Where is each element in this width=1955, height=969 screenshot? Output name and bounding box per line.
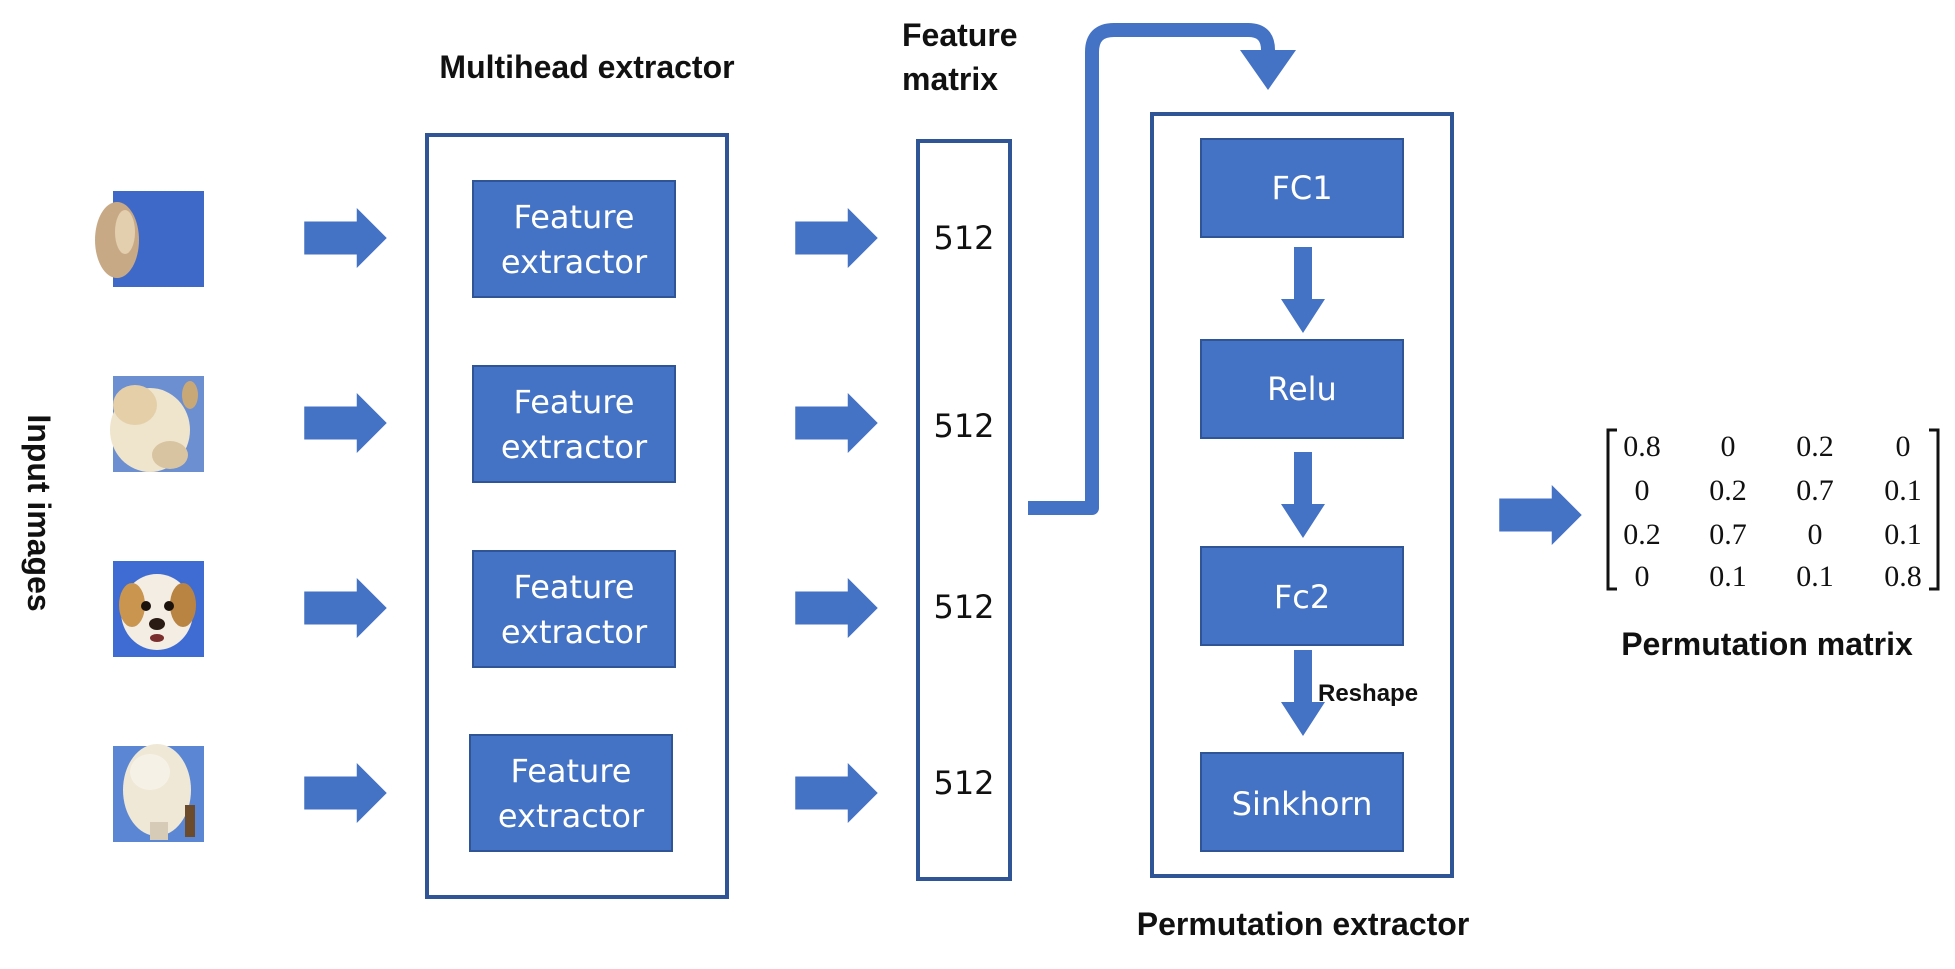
connector-arrow (1028, 23, 1296, 515)
matrix-cell-r2-c3: 0.7 (1796, 474, 1834, 507)
feature-extractor-label-2b: extractor (501, 428, 648, 466)
layer-label-fc1: FC1 (1271, 169, 1332, 207)
layer-box-fc2: Fc2 (1200, 546, 1404, 646)
matrix-left-bracket (1606, 428, 1617, 591)
matrix-cell-r3-c4: 0.1 (1884, 518, 1922, 551)
permutation-matrix-title: Permutation matrix (1621, 626, 1913, 662)
permutation-matrix: 0.8 0 0.2 0 0 0.2 0.7 0.1 0.2 0.7 0 0.1 0 0.1 0.1 0.8 (1606, 428, 1940, 593)
feature-extractor-label-3a: Feature (514, 568, 635, 606)
matrix-cell-r4-c4: 0.8 (1884, 560, 1922, 593)
feature-extractor-label-4a: Feature (511, 752, 632, 790)
feature-value-3: 512 (933, 588, 994, 626)
matrix-cell-r1-c3: 0.2 (1796, 430, 1834, 463)
feature-extractor-label-1b: extractor (501, 243, 648, 281)
feature-extractor-label-4b: extractor (498, 797, 645, 835)
input-image-3 (113, 561, 204, 657)
arrow-input-1 (304, 208, 387, 268)
arrow-input-2 (304, 393, 387, 453)
permutation-extractor-container (1150, 112, 1454, 878)
matrix-cell-r1-c2: 0 (1721, 430, 1736, 463)
matrix-cell-r3-c2: 0.7 (1709, 518, 1747, 551)
matrix-cells: 0.8 0 0.2 0 0 0.2 0.7 0.1 0.2 0.7 0 0.1 0 0.1 0.1 0.8 (1623, 430, 1922, 593)
input-image-1 (95, 191, 204, 287)
matrix-cell-r4-c2: 0.1 (1709, 560, 1747, 593)
layer-label-relu: Relu (1267, 370, 1337, 408)
layer-box-fc1: FC1 (1200, 138, 1404, 238)
arrow-input-3 (304, 578, 387, 638)
feature-extractor-label-3b: extractor (501, 613, 648, 651)
multihead-extractor-container (425, 133, 729, 899)
matrix-cell-r4-c1: 0 (1635, 560, 1650, 593)
matrix-cell-r2-c2: 0.2 (1709, 474, 1747, 507)
feature-extractor-box-1: Feature extractor (472, 180, 676, 298)
feature-extractor-label-1a: Feature (514, 198, 635, 236)
input-image-2 (110, 376, 204, 472)
input-image-4 (113, 744, 204, 842)
feature-extractor-label-2a: Feature (514, 383, 635, 421)
feature-extractor-box-4: Feature extractor (469, 734, 673, 852)
arrow-extractor-2 (795, 393, 878, 453)
arrow-extractor-1 (795, 208, 878, 268)
matrix-cell-r4-c3: 0.1 (1796, 560, 1834, 593)
matrix-cell-r1-c1: 0.8 (1623, 430, 1661, 463)
layer-label-fc2: Fc2 (1274, 578, 1330, 616)
reshape-label: Reshape (1318, 680, 1418, 707)
feature-matrix-title-2: matrix (902, 61, 998, 97)
matrix-cell-r2-c1: 0 (1635, 474, 1650, 507)
layer-box-relu: Relu (1200, 339, 1404, 439)
layer-box-sinkhorn: Sinkhorn (1200, 752, 1404, 852)
multihead-extractor-title: Multihead extractor (439, 49, 734, 85)
arrow-relu-fc2 (1281, 452, 1325, 538)
feature-extractor-box-3: Feature extractor (472, 550, 676, 668)
feature-value-4: 512 (933, 764, 994, 802)
feature-matrix-title-1: Feature (902, 17, 1018, 53)
arrow-fc1-relu (1281, 247, 1325, 333)
arrow-output (1499, 485, 1582, 545)
arrow-extractor-3 (795, 578, 878, 638)
arrow-extractor-4 (795, 763, 878, 823)
input-images-label: Input images (21, 414, 57, 611)
matrix-cell-r1-c4: 0 (1896, 430, 1911, 463)
matrix-cell-r2-c4: 0.1 (1884, 474, 1922, 507)
matrix-cell-r3-c3: 0 (1808, 518, 1823, 551)
permutation-extractor-title: Permutation extractor (1137, 906, 1470, 942)
matrix-right-bracket (1929, 428, 1940, 591)
feature-value-2: 512 (933, 407, 994, 445)
feature-value-1: 512 (933, 219, 994, 257)
feature-matrix-container (916, 139, 1012, 881)
feature-extractor-box-2: Feature extractor (472, 365, 676, 483)
matrix-cell-r3-c1: 0.2 (1623, 518, 1661, 551)
arrow-input-4 (304, 763, 387, 823)
layer-label-sinkhorn: Sinkhorn (1232, 785, 1373, 823)
